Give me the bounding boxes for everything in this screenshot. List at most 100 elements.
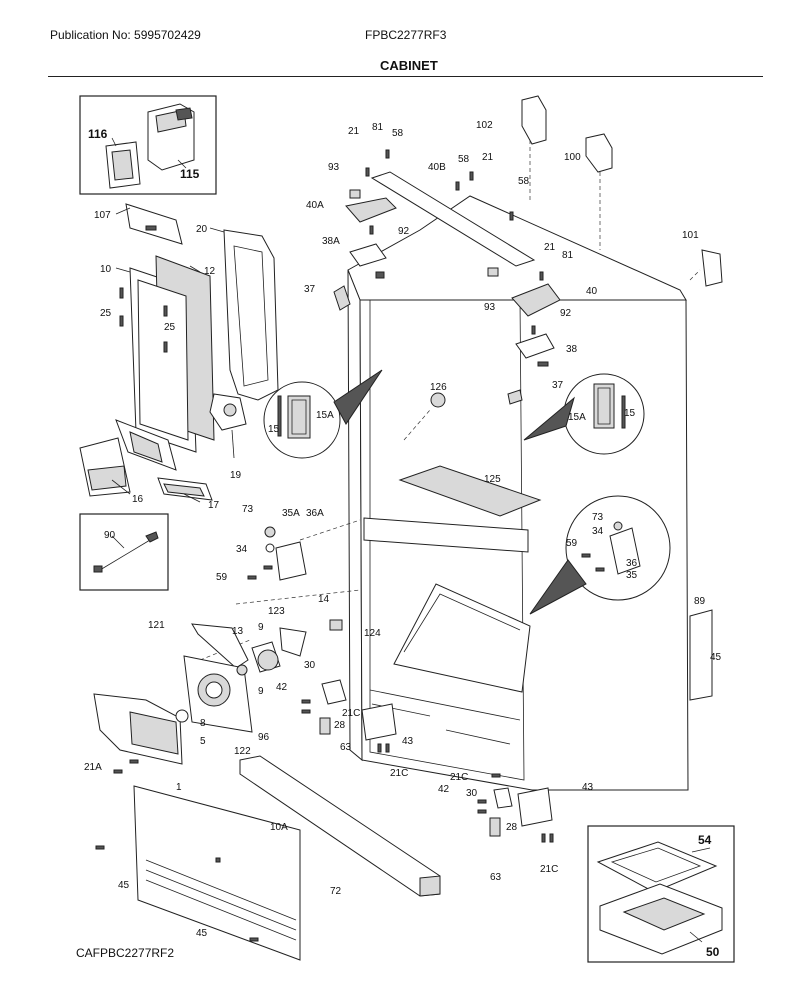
callout-label: 34 — [236, 544, 248, 555]
callout-label: 10 — [100, 264, 112, 275]
callout-label: 121 — [148, 620, 165, 631]
callout-label: 73 — [592, 512, 604, 523]
callout-label: 28 — [506, 822, 518, 833]
callout-label: 92 — [560, 308, 572, 319]
callout-label: 21 — [482, 152, 494, 163]
footer-code: CAFPBC2277RF2 — [76, 946, 175, 960]
callout-label: 58 — [518, 176, 530, 187]
callout-label: 93 — [328, 162, 340, 173]
inset-box-50-54 — [587, 825, 735, 963]
callout-label: 21C — [342, 708, 360, 719]
center-hinge-left — [247, 526, 307, 581]
lower-hardware — [301, 679, 554, 843]
callout-label: 12 — [204, 266, 216, 277]
callout-labels: 116 115 107 20 10 12 25 25 19 16 17 90 2… — [84, 120, 722, 959]
header-rule — [48, 76, 763, 77]
callout-label: 15A — [316, 410, 334, 421]
callout-label: 28 — [334, 720, 346, 731]
callout-label: 43 — [402, 736, 414, 747]
callout-circle-hinge — [529, 495, 671, 615]
callout-label: 35 — [626, 570, 638, 581]
callout-label: 37 — [552, 380, 564, 391]
access-panel-10A — [95, 785, 301, 961]
callout-label: 43 — [582, 782, 594, 793]
publication-number: Publication No: 5995702429 — [50, 28, 201, 42]
callout-label: 58 — [458, 154, 470, 165]
callout-label: 36A — [306, 508, 324, 519]
callout-label: 93 — [484, 302, 496, 313]
callout-label: 15A — [568, 412, 586, 423]
callout-label: 58 — [392, 128, 404, 139]
callout-label: 50 — [706, 945, 720, 959]
callout-label: 126 — [430, 382, 447, 393]
callout-label: 13 — [232, 626, 244, 637]
callout-label: 9 — [258, 686, 264, 697]
callout-label: 101 — [682, 230, 699, 241]
callout-circle-right-15 — [523, 373, 645, 455]
callout-label: 17 — [208, 500, 220, 511]
callout-label: 8 — [200, 718, 206, 729]
callout-label: 40A — [306, 200, 324, 211]
callout-label: 90 — [104, 530, 116, 541]
callout-label: 102 — [476, 120, 493, 131]
section-title: CABINET — [380, 58, 438, 73]
callout-label: 16 — [132, 494, 144, 505]
callout-label: 63 — [490, 872, 502, 883]
callout-label: 19 — [230, 470, 242, 481]
callout-label: 59 — [216, 572, 228, 583]
callout-label: 21 — [544, 242, 556, 253]
callout-label: 21 — [348, 126, 360, 137]
callout-label: 81 — [562, 250, 574, 261]
callout-label: 9 — [258, 622, 264, 633]
callout-label: 45 — [710, 652, 722, 663]
callout-label: 34 — [592, 526, 604, 537]
fan-assembly — [93, 623, 307, 774]
callout-label: 40B — [428, 162, 446, 173]
callout-label: 123 — [268, 606, 285, 617]
callout-label: 89 — [694, 596, 706, 607]
callout-label: 59 — [566, 538, 578, 549]
callout-label: 115 — [180, 167, 200, 181]
callout-label: 122 — [234, 746, 251, 757]
callout-label: 72 — [330, 886, 342, 897]
callout-label: 125 — [484, 474, 501, 485]
callout-label: 5 — [200, 736, 206, 747]
callout-label: 116 — [88, 127, 108, 141]
callout-label: 54 — [698, 833, 712, 847]
callout-label: 63 — [340, 742, 352, 753]
callout-label: 42 — [438, 784, 450, 795]
callout-label: 35A — [282, 508, 300, 519]
callout-label: 40 — [586, 286, 598, 297]
callout-label: 124 — [364, 628, 381, 639]
callout-label: 15 — [268, 424, 280, 435]
callout-label: 45 — [118, 880, 130, 891]
callout-label: 30 — [304, 660, 316, 671]
callout-label: 21C — [390, 768, 408, 779]
inset-box-115-116 — [79, 95, 217, 195]
top-hinge-parts — [345, 95, 723, 359]
callout-label: 30 — [466, 788, 478, 799]
callout-label: 20 — [196, 224, 208, 235]
callout-circle-left-15 — [263, 369, 383, 459]
callout-label: 21C — [450, 772, 468, 783]
callout-label: 38 — [566, 344, 578, 355]
callout-label: 25 — [164, 322, 176, 333]
callout-label: 96 — [258, 732, 270, 743]
callout-label: 10A — [270, 822, 288, 833]
callout-label: 15 — [624, 408, 636, 419]
callout-label: 14 — [318, 594, 330, 605]
inset-box-90 — [79, 513, 169, 591]
callout-label: 100 — [564, 152, 581, 163]
callout-label: 81 — [372, 122, 384, 133]
air-duct-assembly — [79, 203, 279, 503]
toe-grille-72 — [239, 755, 441, 897]
callout-label: 73 — [242, 504, 254, 515]
callout-label: 107 — [94, 210, 111, 221]
callout-label: 21A — [84, 762, 102, 773]
callout-label: 37 — [304, 284, 316, 295]
callout-label: 38A — [322, 236, 340, 247]
callout-label: 45 — [196, 928, 208, 939]
callout-label: 1 — [176, 782, 182, 793]
callout-label: 36 — [626, 558, 638, 569]
